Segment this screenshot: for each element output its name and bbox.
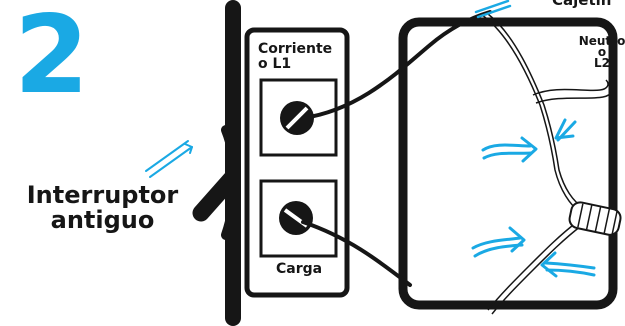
electrical-box (398, 17, 618, 310)
old-switch-label: Interruptor antiguo (0, 183, 205, 233)
white-wire-bottom-inner (491, 225, 582, 315)
line-terminal-frame (259, 78, 338, 157)
line-terminal-label-line2: o L1 (258, 56, 292, 72)
arrow-icon-old-switch (145, 140, 193, 178)
neutral-label: Neutro o L2 (572, 34, 625, 70)
line-terminal-label-line1: Corriente (258, 41, 333, 57)
line-wire (301, 10, 492, 120)
arrow-icon-lower (471, 226, 526, 258)
neutral-label-line2: o (597, 45, 607, 59)
load-wire (301, 220, 412, 287)
white-wire-bottom (487, 221, 578, 311)
line-screw-slot (285, 106, 309, 130)
old-switch-label-line2: antiguo (50, 206, 155, 234)
white-wire-top (481, 14, 581, 213)
load-terminal-label: Carga (276, 261, 323, 277)
arrow-icon-neutral (554, 118, 577, 142)
old-switch-label-line1: Interruptor (26, 181, 179, 209)
neutral-label-line3: L2 (594, 56, 610, 70)
neutral-label-line1: Neutro (578, 34, 625, 48)
arrow-icon-box (474, 0, 512, 19)
switch-plate-bulge (221, 125, 240, 240)
wire-nut-icon (568, 201, 622, 236)
white-wire-top-inner (487, 13, 585, 209)
arrow-icon-bottom (540, 251, 596, 278)
line-terminal-label: Corriente o L1 (258, 42, 332, 72)
step-number: 2 (14, 0, 89, 118)
box-label: Cajetín (552, 0, 612, 9)
neutral-wire (532, 79, 609, 96)
arrow-icon-middle (481, 136, 538, 163)
switch-toggle-lever (192, 169, 241, 222)
neutral-wire-inner (535, 80, 615, 104)
